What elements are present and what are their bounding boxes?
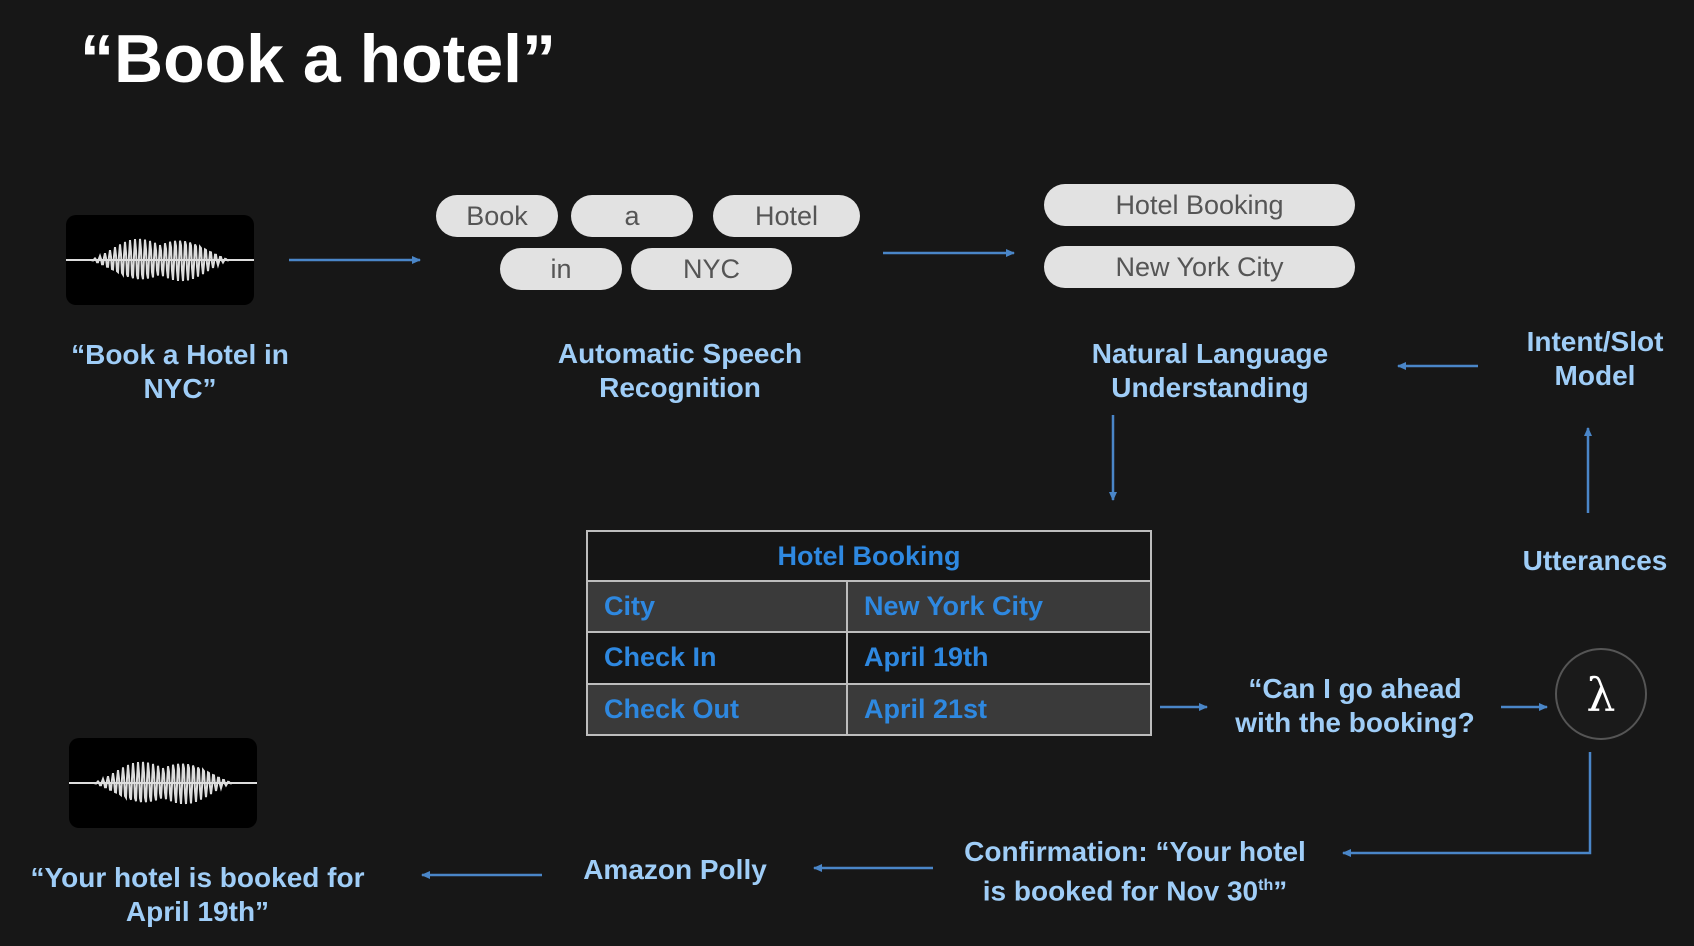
- row-key-check-out: Check Out: [586, 682, 848, 737]
- table-row: City New York City: [586, 579, 1152, 634]
- page-title: “Book a hotel”: [80, 21, 557, 97]
- row-value-check-in: April 19th: [846, 631, 1152, 685]
- input-audio-label: “Book a Hotel in NYC”: [71, 339, 289, 404]
- nlu-intent-pill: Hotel Booking: [1044, 184, 1355, 226]
- asr-token-hotel: Hotel: [713, 195, 860, 237]
- amazon-polly-label: Amazon Polly: [583, 854, 767, 885]
- nlu-slot-pill: New York City: [1044, 246, 1355, 288]
- asr-token-book: Book: [436, 195, 558, 237]
- arrow-lambda-to-confirmation: [1342, 752, 1592, 857]
- asr-token-in: in: [500, 248, 622, 290]
- lambda-icon: λ: [1555, 648, 1647, 740]
- output-audio-label: “Your hotel is booked for April 19th”: [30, 862, 365, 927]
- asr-token-nyc: NYC: [631, 248, 792, 290]
- intent-slot-model-label: Intent/Slot Model: [1526, 326, 1664, 391]
- table-header: Hotel Booking: [586, 530, 1152, 582]
- waveform-icon: [69, 761, 257, 805]
- hotel-booking-table: Hotel Booking City New York City Check I…: [586, 530, 1152, 737]
- row-value-city: New York City: [846, 579, 1152, 634]
- table-row: Check Out April 21st: [586, 682, 1152, 737]
- row-key-city: City: [586, 579, 848, 634]
- prompt-text: “Can I go ahead with the booking?: [1235, 673, 1475, 738]
- waveform-icon: [66, 238, 254, 282]
- output-waveform: [69, 738, 257, 828]
- table-row: Check In April 19th: [586, 631, 1152, 685]
- nlu-label: Natural Language Understanding: [1091, 338, 1329, 403]
- asr-label: Automatic Speech Recognition: [557, 338, 803, 403]
- asr-token-a: a: [571, 195, 693, 237]
- row-key-check-in: Check In: [586, 631, 848, 685]
- input-waveform: [66, 215, 254, 305]
- utterances-label: Utterances: [1522, 545, 1668, 576]
- confirmation-text: Confirmation: “Your hotel is booked for …: [964, 836, 1306, 907]
- row-value-check-out: April 21st: [846, 682, 1152, 737]
